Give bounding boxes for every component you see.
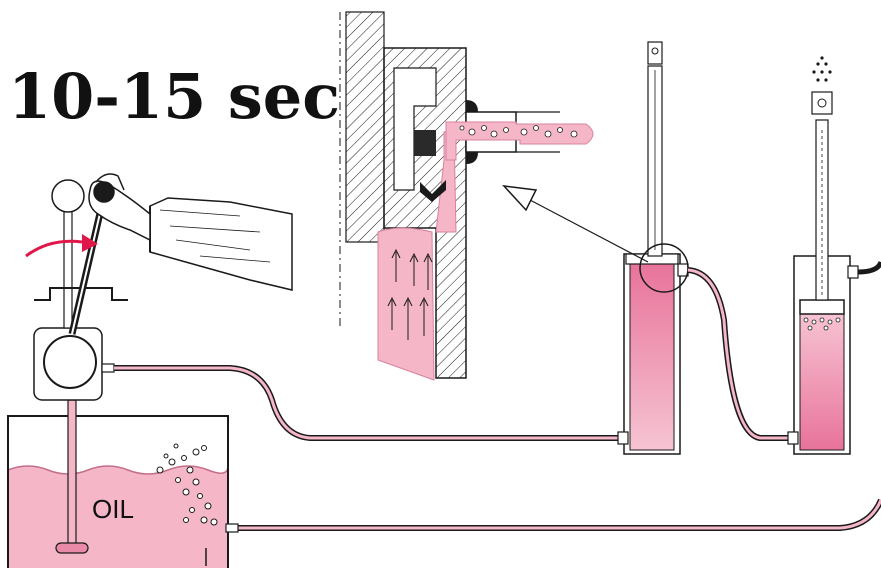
oil-tank: OIL: [7, 399, 229, 568]
cutaway-detail: [335, 11, 649, 381]
duration-label: 10-15 sec: [8, 60, 340, 133]
return-hose: [228, 498, 881, 531]
hand-pump: [25, 179, 128, 401]
cylinder-bleeding: [617, 41, 689, 455]
spray-icon: [812, 56, 832, 82]
rotation-arrow-icon: [25, 234, 98, 258]
tank-label: OIL: [92, 494, 134, 524]
supply-hose: [114, 365, 620, 441]
hand-icon: [88, 173, 293, 291]
pointer-arrow-icon: [502, 185, 649, 263]
cylinder-bled: [787, 56, 859, 455]
check-valve-icon: [420, 180, 446, 202]
seal-block: [414, 130, 436, 156]
magnifier-circle-icon: [639, 243, 689, 293]
air-bubble-icon: [156, 443, 218, 526]
